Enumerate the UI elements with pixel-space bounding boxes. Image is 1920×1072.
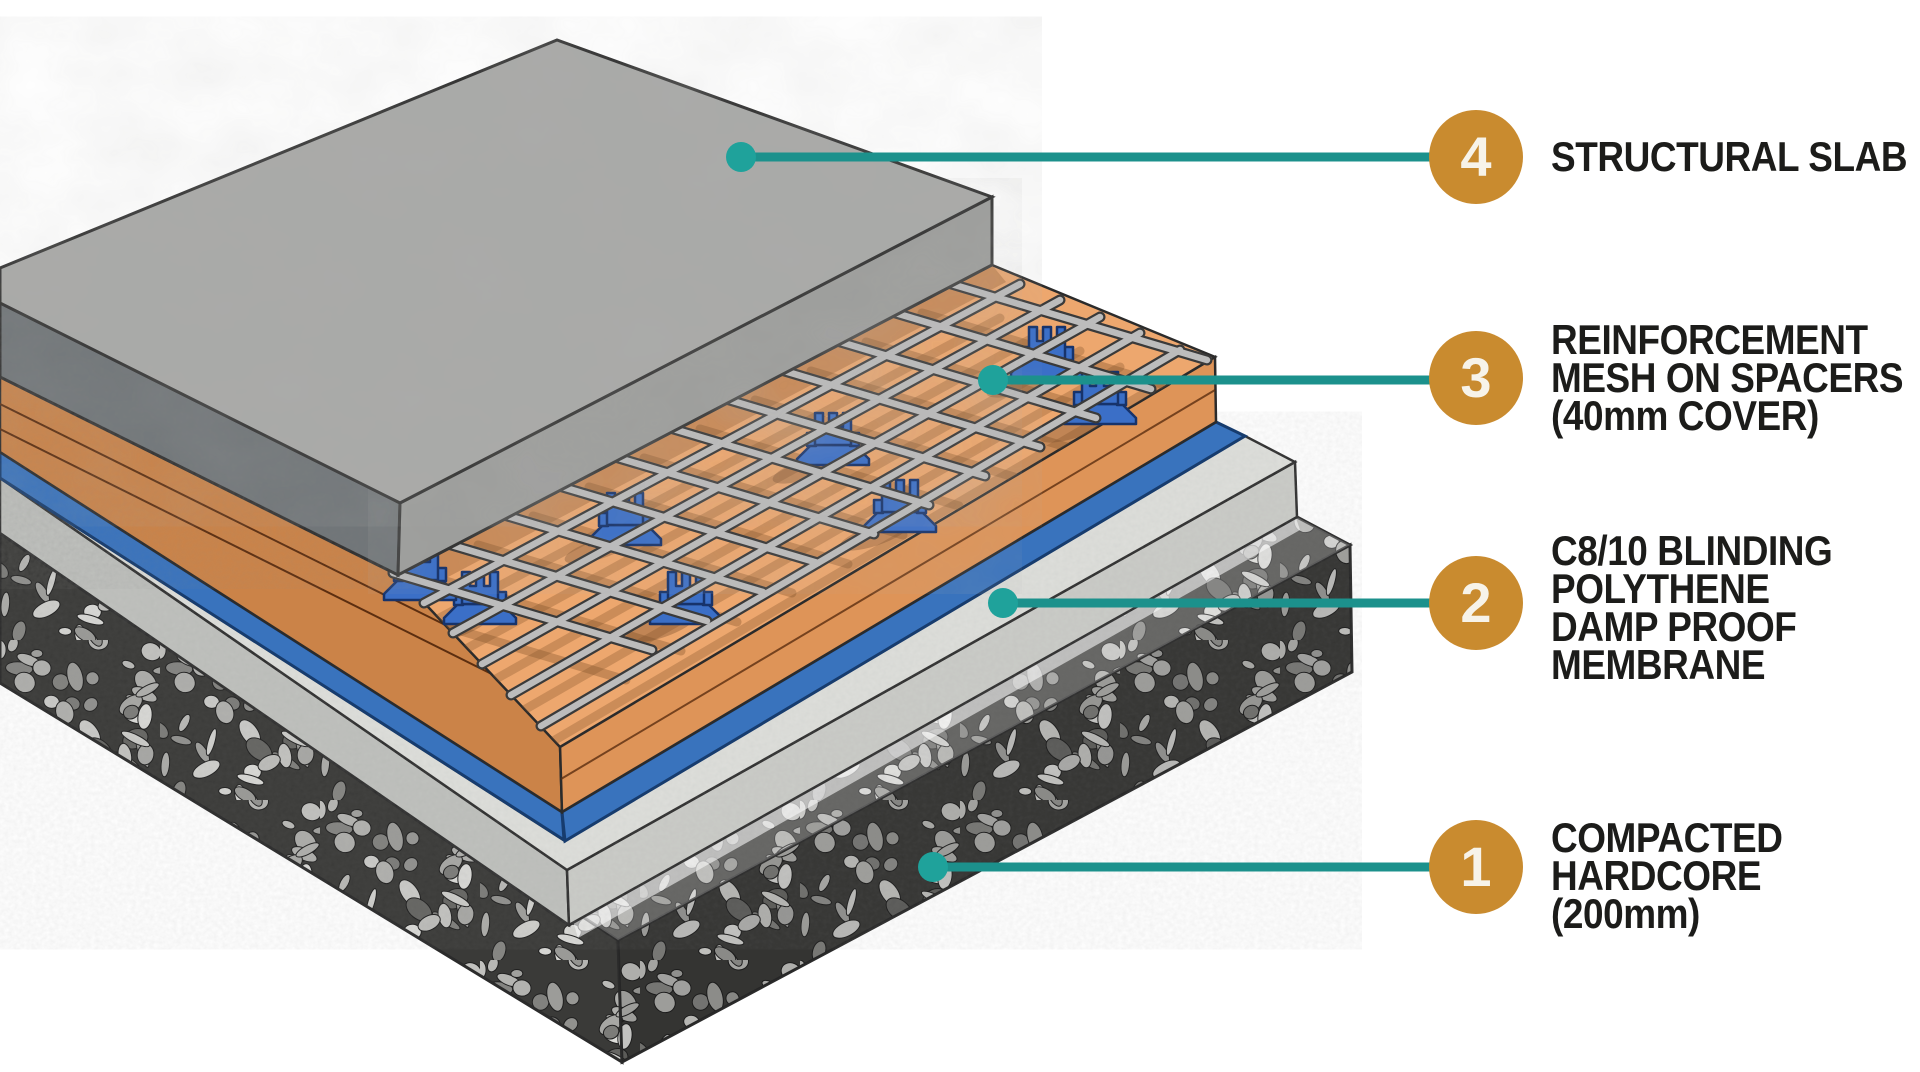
label-line: (200mm): [1551, 890, 1700, 937]
mesh-bar: [944, 279, 1211, 364]
mesh-bar: [555, 482, 822, 567]
blinding-layer: [0, 434, 1299, 928]
hardcore-right-face-shade: [618, 545, 1352, 1062]
badge-number: 1: [1460, 835, 1492, 898]
callout-dot-1: [918, 852, 948, 882]
callout-reinforcement-mesh: 3 REINFORCEMENT MESH ON SPACERS (40mm CO…: [1429, 316, 1920, 439]
insulation-board-joint: [0, 428, 549, 703]
label-line: MEMBRANE: [1551, 641, 1766, 688]
mesh-bar: [389, 569, 656, 654]
callout-connectors: [726, 142, 1476, 882]
label-line: DAMP PROOF: [1551, 603, 1797, 650]
label-line: C8/10 BLINDING: [1551, 527, 1833, 574]
label-line: HARDCORE: [1551, 852, 1762, 899]
mesh-bar: [722, 395, 989, 480]
callout-label-compacted-hardcore: COMPACTED HARDCORE (200mm): [1551, 814, 1814, 937]
reinforcement-mesh: [382, 277, 1213, 747]
callout-label-blinding-dpm: C8/10 BLINDING POLYTHENE DAMP PROOF MEMB…: [1551, 527, 1871, 688]
mesh-bar: [833, 337, 1100, 422]
callout-badge-1: 1: [1429, 820, 1523, 914]
label-line: (40mm COVER): [1551, 392, 1819, 439]
callout-blinding-dpm: 2 C8/10 BLINDING POLYTHENE DAMP PROOF ME…: [1429, 522, 1871, 688]
callout-dot-2: [988, 588, 1018, 618]
label-line: MESH ON SPACERS: [1551, 354, 1904, 401]
callout-structural-slab: 4 STRUCTURAL SLAB: [1429, 110, 1920, 204]
mesh-bar: [507, 329, 1144, 699]
mesh-bar: [777, 366, 1044, 451]
callout-label-structural-slab: STRUCTURAL SLAB: [1551, 133, 1920, 180]
mesh-bar: [611, 453, 878, 538]
badge-number: 4: [1460, 125, 1492, 188]
label-line: COMPACTED: [1551, 814, 1783, 861]
badge-number: 2: [1460, 571, 1492, 634]
callout-dot-3: [978, 365, 1008, 395]
label-line: STRUCTURAL SLAB: [1551, 133, 1908, 180]
callout-compacted-hardcore: 1 COMPACTED HARDCORE (200mm): [1429, 801, 1814, 937]
badge-number: 3: [1460, 346, 1492, 409]
callout-dot-4: [726, 142, 756, 172]
callout-badge-4: 4: [1429, 110, 1523, 204]
mesh-bar: [500, 511, 767, 596]
callout-label-reinforcement-mesh: REINFORCEMENT MESH ON SPACERS (40mm COVE…: [1551, 316, 1920, 439]
callout-badge-2: 2: [1429, 556, 1523, 650]
mesh-bar: [666, 424, 933, 509]
label-line: POLYTHENE: [1551, 565, 1770, 612]
insulation-board-joint: [560, 389, 1216, 780]
label-line: REINFORCEMENT: [1551, 316, 1868, 363]
callout-badge-3: 3: [1429, 331, 1523, 425]
mesh-bar: [444, 540, 711, 625]
